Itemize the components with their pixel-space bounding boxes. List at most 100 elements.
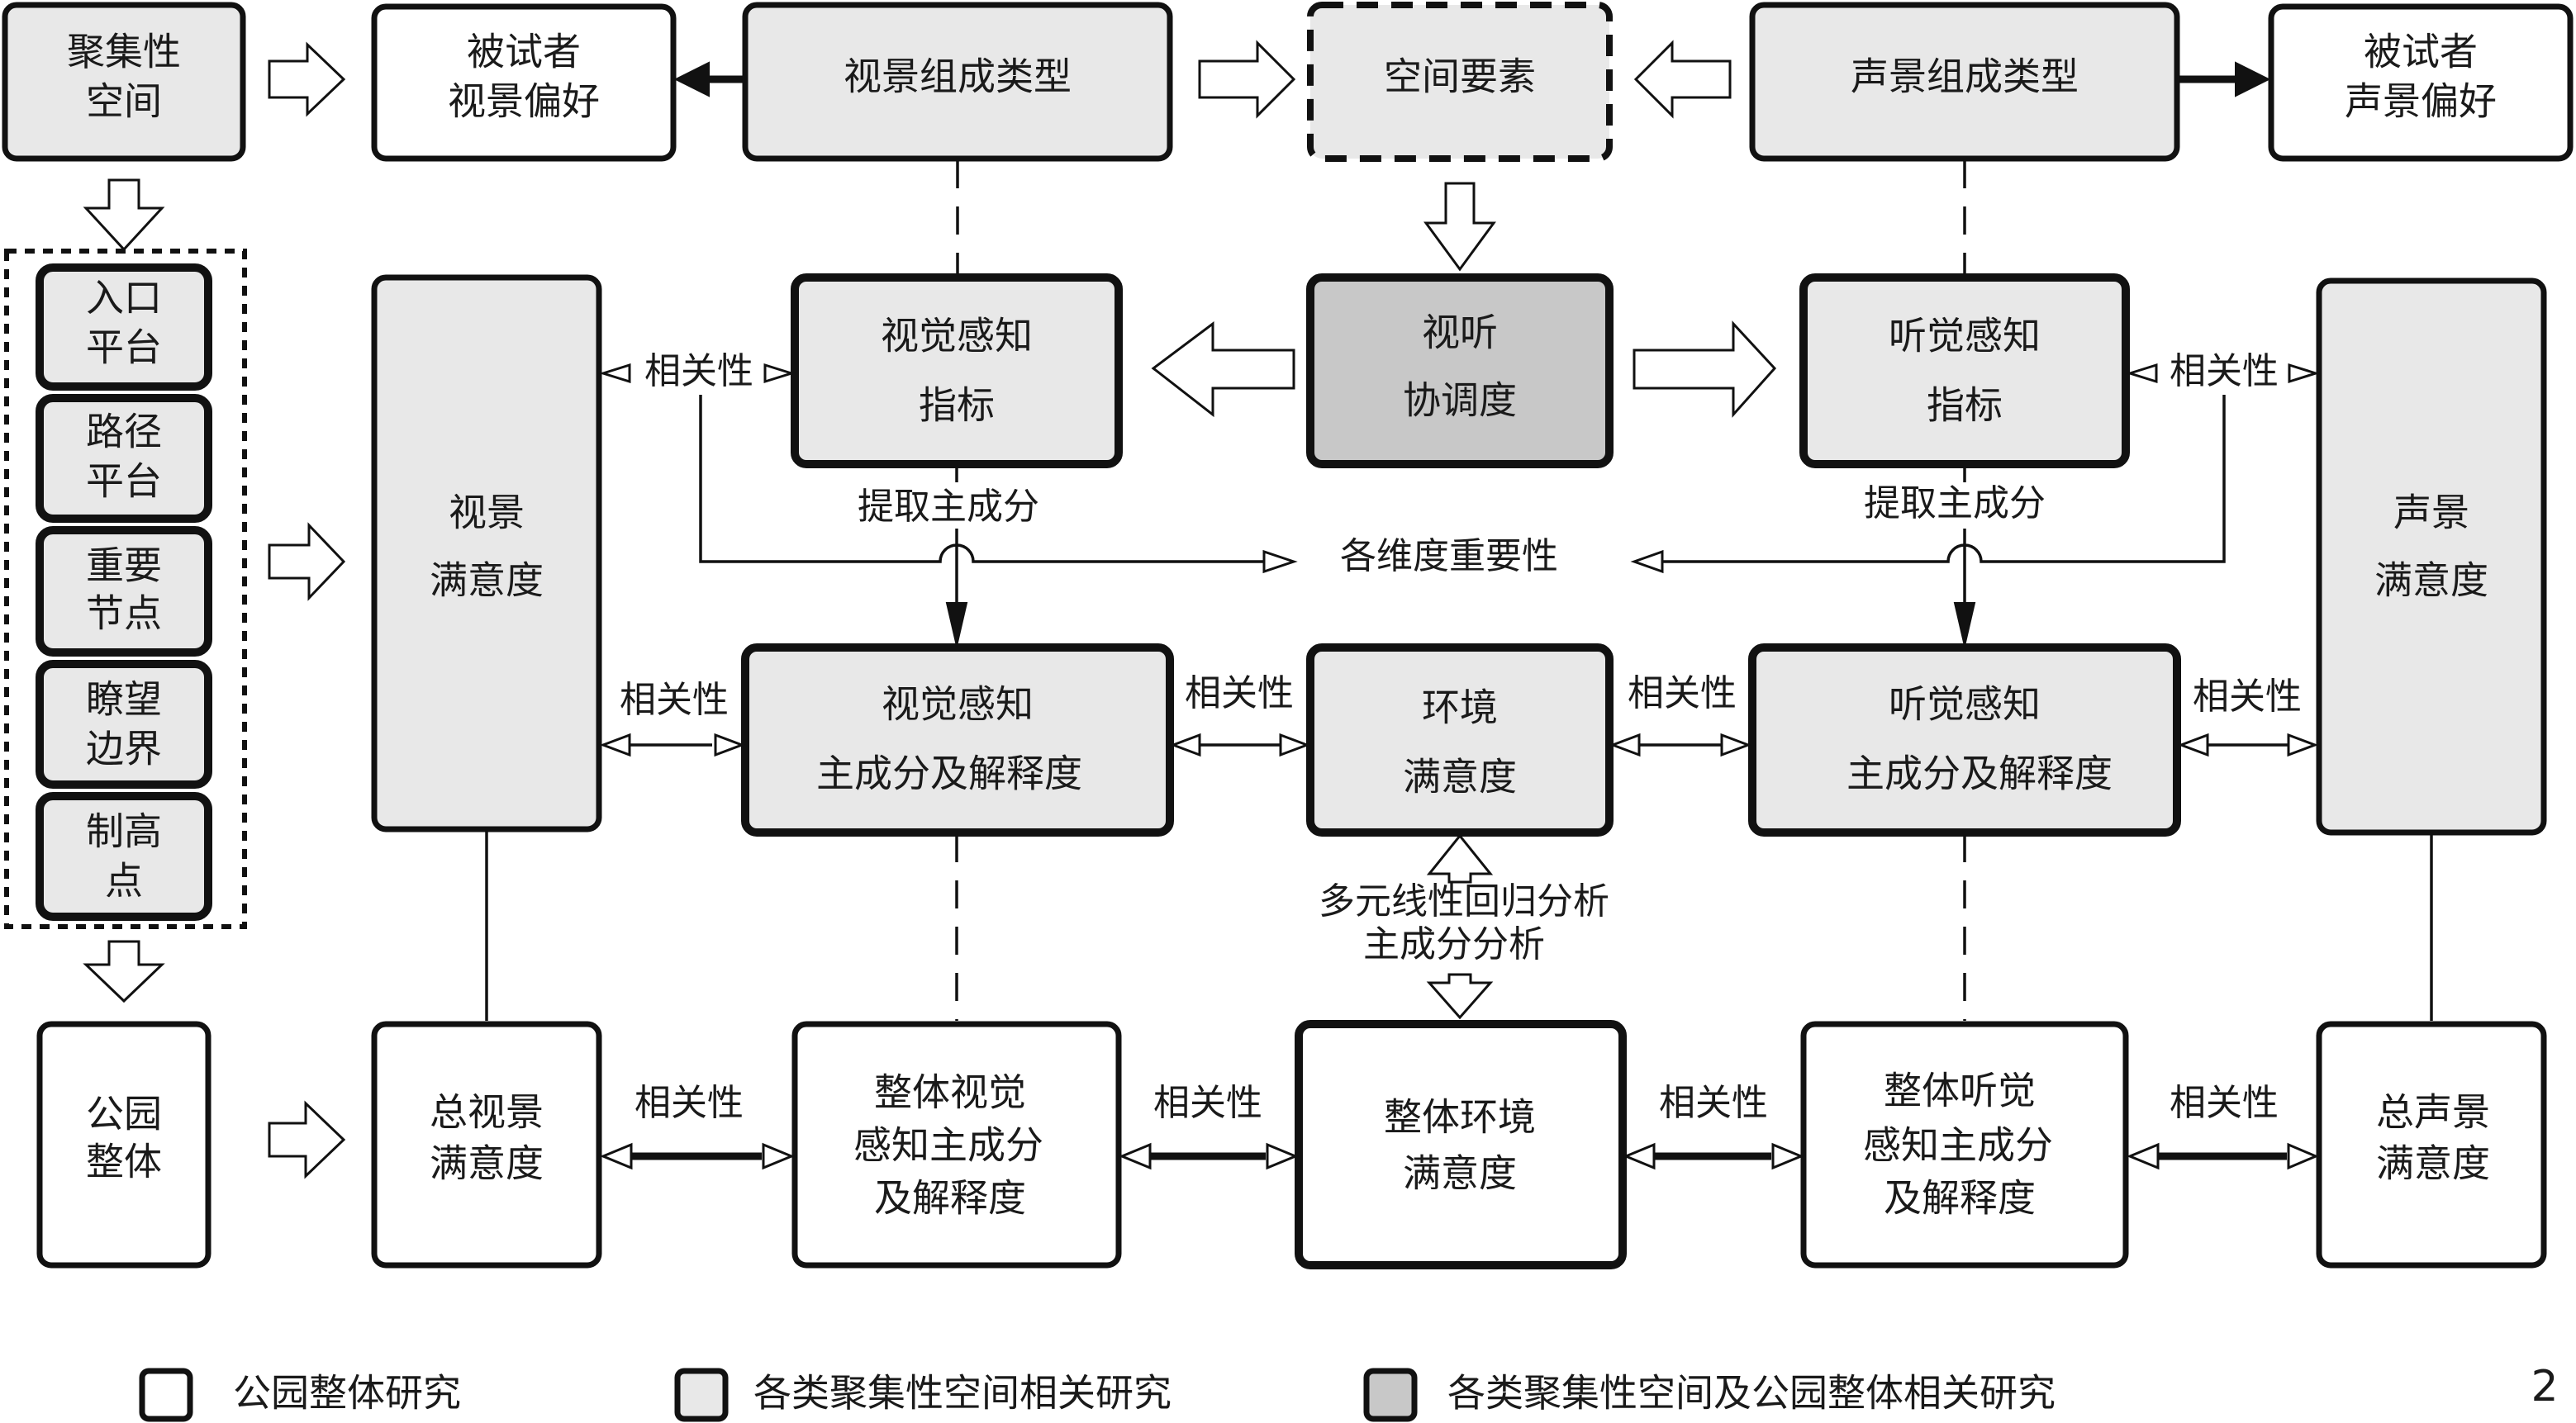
node-park-whole: 公园 整体 [36,1021,211,1269]
correlation-link: 相关性 [599,679,746,757]
hollow-arrowhead-icon [762,1142,795,1170]
hollow-arrow-down-icon [83,940,165,1003]
node-label: 重要 [86,543,162,588]
edge-label-correlation: 相关性 [634,1082,744,1124]
node-spatial-elements: 空间要素 [1307,2,1613,162]
correlation-link: 相关性 [1169,672,1311,757]
node-label: 听觉感知 [1889,314,2041,358]
node-auditory-perception-indicator: 听觉感知 指标 [1799,273,2130,468]
node-label: 公园 [86,1092,162,1136]
importance-connector [699,395,1264,563]
edge-label-extract-pc: 提取主成分 [1864,482,2046,524]
edge-label-correlation: 相关性 [644,350,753,392]
figure-number: 2 [2531,1362,2558,1411]
node-subject-sound-preference: 被试者 声景偏好 [2268,3,2574,162]
hollow-arrowhead-icon [2288,363,2321,384]
node-label: 视觉感知 [881,314,1033,358]
hollow-arrowhead-icon [2287,733,2319,757]
hollow-arrow-right-icon [268,41,346,117]
node-total-soundscape-satisfaction: 总声景 满意度 [2316,1021,2547,1269]
hollow-arrow-right-icon [1633,320,1777,418]
legend-label: 公园整体研究 [233,1371,461,1416]
node-label: 主成分及解释度 [816,752,1082,796]
hollow-arrow-left-icon [1151,321,1295,418]
sub-space-group [4,249,247,929]
edge-label-correlation: 相关性 [1185,672,1294,714]
node-label: 空间 [86,79,162,124]
edge-label-correlation: 相关性 [2193,676,2302,718]
node-label: 整体听觉 [1884,1069,2036,1113]
legend-item-cluster-space: 各类聚集性空间相关研究 [674,1368,1172,1422]
node-label: 总视景 [430,1090,544,1135]
hollow-arrow-right-icon [1198,40,1296,119]
node-label: 感知主成分 [853,1123,1043,1168]
hollow-arrowhead-icon [1119,1142,1152,1170]
hollow-arrowhead-icon [1623,1142,1656,1170]
importance-connector [1662,395,2226,563]
solid-arrowhead-icon [2235,61,2271,97]
node-label: 主成分及解释度 [1846,752,2113,796]
node-label: 满意度 [430,558,544,603]
edge-label-correlation: 相关性 [1153,1082,1262,1124]
solid-arrowhead-icon [673,61,710,97]
node-label: 声景 [2393,491,2469,535]
hollow-arrowhead-icon [1630,549,1664,574]
node-label: 视景偏好 [448,79,600,124]
hollow-arrow-down-icon [1423,182,1496,272]
node-label: 空间要素 [1384,55,1536,99]
edge-label-correlation: 相关性 [2170,350,2279,392]
hollow-arrowhead-icon [763,363,796,384]
hollow-arrow-down-icon [1426,973,1494,1020]
legend-label: 各类聚集性空间相关研究 [753,1371,1172,1416]
hollow-arrow-down-icon [83,178,165,252]
edge-label-correlation: 相关性 [1628,672,1737,714]
legend-swatch [674,1368,729,1422]
node-label: 聚集性 [67,30,181,74]
node-soundscape-satisfaction: 声景 满意度 [2316,277,2547,836]
sub-space-lookout-boundary: 瞭望 边界 [36,660,212,789]
node-environment-satisfaction: 环境 满意度 [1306,643,1614,837]
node-label: 制高 [86,809,162,854]
node-label: 指标 [919,383,995,428]
node-label: 总声景 [2376,1090,2490,1135]
legend-item-park-whole: 公园整体研究 [139,1368,461,1422]
hollow-arrowhead-icon [1266,1142,1299,1170]
node-label: 听觉感知 [1889,682,2041,727]
node-label: 满意度 [2376,1141,2490,1186]
hollow-arrowhead-icon [2125,363,2158,384]
node-label: 被试者 [2364,30,2478,74]
node-label: 声景偏好 [2345,79,2497,124]
legend-swatch [139,1368,193,1422]
sub-space-key-node: 重要 节点 [36,526,212,657]
node-label: 及解释度 [874,1176,1026,1221]
hollow-arrowhead-icon [1262,549,1298,574]
node-sound-composition-type: 声景组成类型 [1749,2,2180,162]
node-label: 满意度 [430,1141,544,1186]
node-subject-visual-preference: 被试者 视景偏好 [371,3,677,162]
node-label: 指标 [1927,383,2003,428]
legend: 公园整体研究 各类聚集性空间相关研究 各类聚集性空间及公园整体相关研究 [139,1368,2056,1422]
hollow-arrow-left-icon [1633,40,1732,119]
hollow-arrowhead-icon [2127,1142,2160,1170]
correlation-link: 相关性 [2177,676,2319,757]
node-label: 路径 [86,410,162,454]
node-cluster-space: 聚集性 空间 [2,2,246,162]
edge-label-correlation: 相关性 [620,679,729,721]
node-label: 满意度 [1403,1151,1517,1196]
hollow-arrowhead-icon [1720,733,1752,757]
node-label: 及解释度 [1884,1176,2036,1221]
correlation-link: 相关性 [1119,1082,1299,1170]
node-label: 视听 [1422,311,1498,355]
node-label: 声景组成类型 [1851,55,2079,99]
edge-label-correlation: 相关性 [2170,1082,2279,1124]
node-overall-environment-satisfaction: 整体环境 满意度 [1295,1020,1627,1269]
hollow-arrowhead-icon [2177,733,2209,757]
hollow-arrow-up-icon [1426,833,1494,884]
edge-label-importance: 各维度重要性 [1340,535,1558,577]
edge-label-analysis: 主成分分析 [1363,923,1545,965]
hollow-arrowhead-icon [2287,1142,2319,1170]
solid-arrowhead-icon [1953,602,1976,647]
hollow-arrowhead-icon [1279,733,1311,757]
sub-space-high-point: 制高 点 [36,792,212,921]
